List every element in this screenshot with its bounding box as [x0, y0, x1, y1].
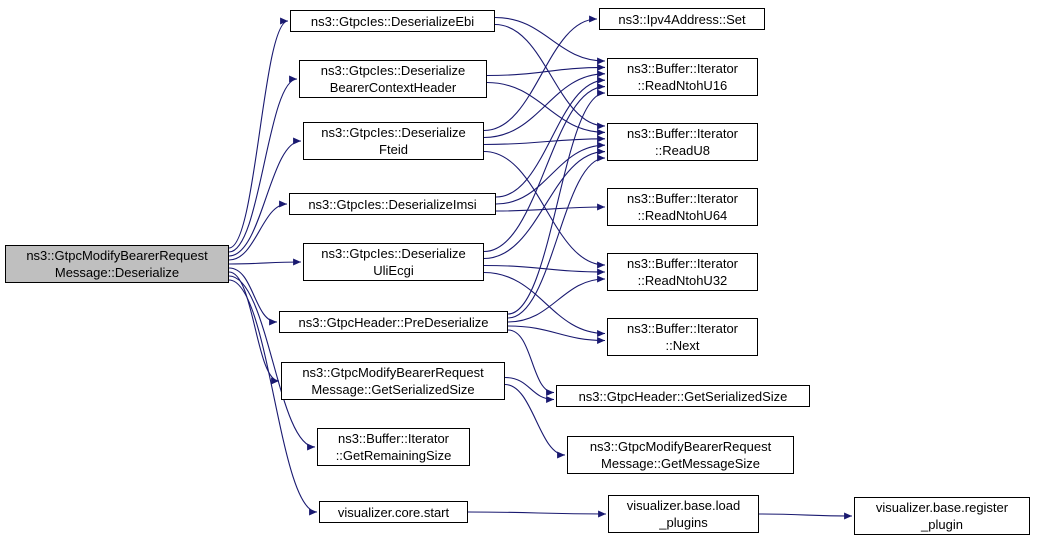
node-visualizer-base-load-plugins[interactable]: visualizer.base.load _plugins — [608, 495, 759, 533]
call-edge — [228, 75, 298, 253]
call-edge — [483, 15, 598, 132]
call-edge — [483, 70, 606, 139]
node-gtpc-header-pre-deserialize[interactable]: ns3::GtpcHeader::PreDeserialize — [279, 311, 508, 333]
call-edge — [486, 81, 606, 136]
call-edge — [228, 258, 302, 266]
node-buffer-iterator-next[interactable]: ns3::Buffer::Iterator ::Next — [607, 318, 758, 356]
node-ipv4-address-set[interactable]: ns3::Ipv4Address::Set — [599, 8, 765, 30]
call-edge — [483, 150, 606, 269]
call-edge — [483, 135, 606, 146]
node-visualizer-base-register-plugin[interactable]: visualizer.base.register _plugin — [854, 497, 1030, 535]
call-edge — [758, 512, 853, 520]
call-edge — [507, 325, 606, 345]
call-edge — [495, 203, 606, 212]
call-edge — [494, 23, 606, 130]
call-edge — [483, 264, 606, 276]
call-edge — [504, 376, 555, 404]
call-edge — [507, 89, 606, 315]
node-deserialize-imsi[interactable]: ns3::GtpcIes::DeserializeImsi — [289, 193, 496, 215]
call-edge — [467, 510, 607, 518]
node-buffer-iterator-read-ntoh-u32[interactable]: ns3::Buffer::Iterator ::ReadNtohU32 — [607, 253, 758, 291]
call-edge — [483, 148, 606, 260]
node-deserialize-bearer-context-header[interactable]: ns3::GtpcIes::Deserialize BearerContextH… — [299, 60, 487, 98]
node-visualizer-core-start[interactable]: visualizer.core.start — [319, 501, 468, 523]
node-deserialize-ebi[interactable]: ns3::GtpcIes::DeserializeEbi — [290, 10, 495, 32]
call-edge — [228, 17, 289, 249]
node-message-get-serialized-size[interactable]: ns3::GtpcModifyBearerRequest Message::Ge… — [281, 362, 505, 400]
node-message-get-message-size[interactable]: ns3::GtpcModifyBearerRequest Message::Ge… — [567, 436, 794, 474]
call-edge — [507, 329, 555, 396]
node-buffer-iterator-read-ntoh-u16[interactable]: ns3::Buffer::Iterator ::ReadNtohU16 — [607, 58, 758, 96]
node-deserialize-uli-ecgi[interactable]: ns3::GtpcIes::Deserialize UliEcgi — [303, 243, 484, 281]
node-deserialize-fteid[interactable]: ns3::GtpcIes::Deserialize Fteid — [303, 122, 484, 160]
call-edge — [486, 63, 606, 77]
call-edge — [495, 76, 606, 198]
node-gtpc-modify-bearer-request-deserialize: ns3::GtpcModifyBearerRequest Message::De… — [5, 245, 229, 283]
call-edge — [228, 200, 288, 261]
node-buffer-iterator-read-ntoh-u64[interactable]: ns3::Buffer::Iterator ::ReadNtohU64 — [607, 188, 758, 226]
node-buffer-iterator-get-remaining-size[interactable]: ns3::Buffer::Iterator ::GetRemainingSize — [317, 428, 470, 466]
call-edge — [483, 83, 606, 253]
call-edge — [507, 275, 606, 323]
node-gtpc-header-get-serialized-size[interactable]: ns3::GtpcHeader::GetSerializedSize — [556, 385, 810, 407]
call-edge — [494, 16, 606, 65]
call-edge — [228, 271, 280, 385]
call-edge — [507, 154, 606, 319]
call-edge — [228, 267, 278, 326]
node-buffer-iterator-read-u8[interactable]: ns3::Buffer::Iterator ::ReadU8 — [607, 123, 758, 161]
call-edge — [495, 141, 606, 205]
